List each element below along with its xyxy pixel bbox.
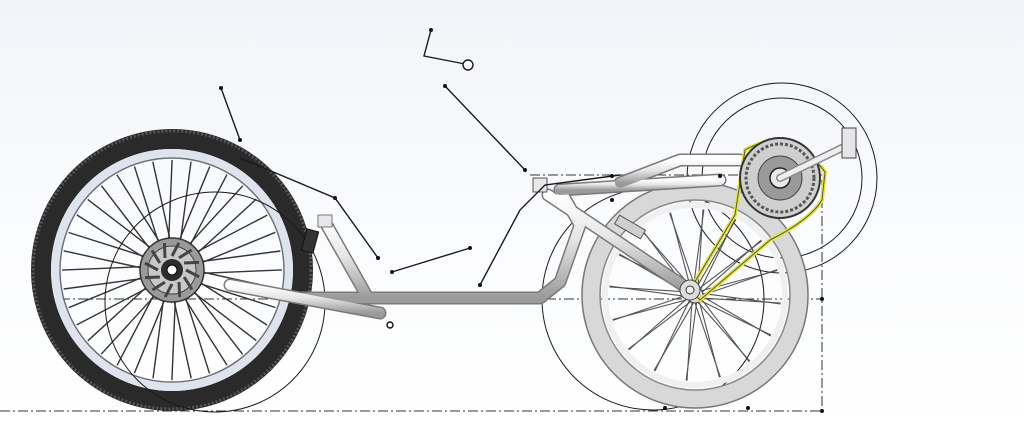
spoke xyxy=(686,302,693,381)
spoke xyxy=(612,294,688,321)
rear-tire-tread xyxy=(31,129,313,411)
front-tire xyxy=(582,182,808,408)
brake-caliper xyxy=(300,228,320,254)
drivetrain[interactable] xyxy=(679,127,857,303)
rotor-arm xyxy=(178,248,193,260)
spoke xyxy=(700,218,736,290)
rider-back-line xyxy=(220,87,241,141)
boom-clamp xyxy=(614,214,646,240)
rider-arm-line xyxy=(444,85,526,171)
spoke xyxy=(700,300,772,336)
rear-rim-inner xyxy=(59,157,285,383)
disc-brake-rotor xyxy=(139,237,205,303)
rotor-arm xyxy=(182,276,194,291)
spoke xyxy=(669,212,696,288)
rider-sketch[interactable] xyxy=(219,28,824,413)
origin-marker xyxy=(386,321,394,329)
crank-pedal xyxy=(776,127,857,182)
rotor-arm xyxy=(177,282,182,298)
rotor-arm xyxy=(184,260,200,265)
rotor-arm xyxy=(151,280,166,292)
spoke xyxy=(702,239,762,293)
rotor-arm xyxy=(144,261,159,272)
spoke xyxy=(628,297,688,351)
rider-head-line xyxy=(423,29,466,65)
seat-post-clamp xyxy=(317,214,333,228)
frame[interactable] xyxy=(223,153,747,320)
rear-rim xyxy=(51,149,293,391)
rotor-arm xyxy=(170,242,181,257)
front-spokes xyxy=(609,209,781,381)
rider-leg-line xyxy=(391,247,471,273)
small-sprocket xyxy=(679,279,701,301)
spoke xyxy=(609,286,688,293)
rotor-arm xyxy=(144,275,160,280)
rear-wheel[interactable] xyxy=(31,129,313,411)
rotor-arm xyxy=(162,242,167,258)
front-tire-inner xyxy=(599,199,791,391)
front-rim xyxy=(602,202,788,388)
rotor-arm xyxy=(185,268,200,279)
rider-torso-line xyxy=(479,174,621,286)
rotor-arm xyxy=(150,249,162,264)
spoke xyxy=(702,292,781,305)
rotor-arm xyxy=(163,283,174,298)
spoke xyxy=(697,302,751,362)
spoke xyxy=(654,300,690,372)
sketch-points xyxy=(219,28,824,413)
rear-tire xyxy=(31,129,313,411)
spoke xyxy=(694,302,721,378)
rider-head-point xyxy=(462,59,474,71)
